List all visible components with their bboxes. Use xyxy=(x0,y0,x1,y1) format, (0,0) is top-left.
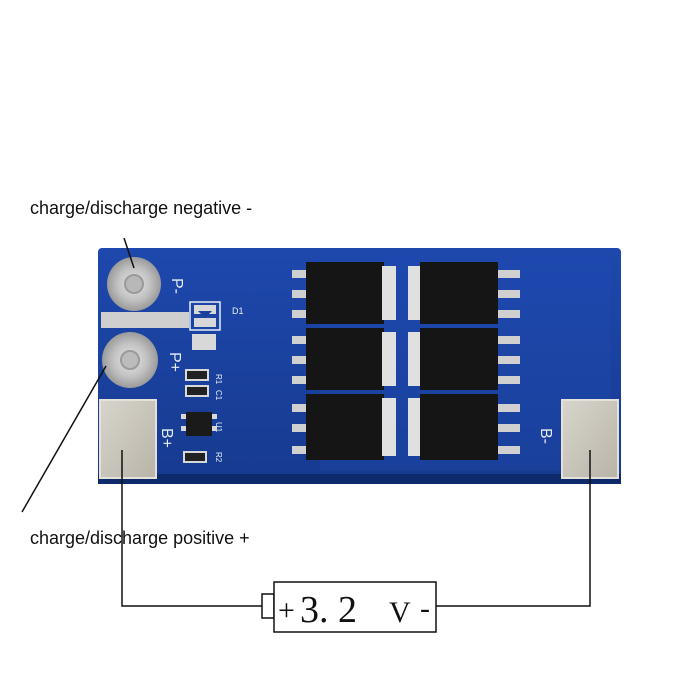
solder-strip xyxy=(101,312,189,328)
battery-unit: V xyxy=(389,596,411,629)
positive-terminal-label: charge/discharge positive + xyxy=(30,528,250,548)
pointer-negative xyxy=(123,237,135,269)
p-minus-pad xyxy=(107,257,161,311)
battery-voltage: 3. 2 xyxy=(300,589,357,631)
silk-c1: C1 xyxy=(214,390,223,401)
wire-b-plus xyxy=(121,450,262,607)
battery-body xyxy=(273,581,437,633)
negative-terminal-label: charge/discharge negative - xyxy=(30,198,253,218)
silk-d1: D1 xyxy=(232,306,244,316)
mosfet-chip xyxy=(408,394,520,460)
battery-cap xyxy=(261,593,275,619)
smd-components xyxy=(181,369,217,463)
silk-p-minus: P- xyxy=(168,278,185,294)
battery-cell: + 3. 2 V - xyxy=(261,581,437,633)
silk-b-minus: B- xyxy=(537,428,554,444)
silk-b-plus: B+ xyxy=(158,428,175,448)
p-plus-pad xyxy=(102,332,158,388)
pointer-positive xyxy=(21,365,107,513)
silk-p-plus: P+ xyxy=(166,352,183,372)
silk-r1: R1 xyxy=(214,374,223,385)
mosfet-chip xyxy=(408,262,520,324)
mosfet-chip xyxy=(408,328,520,390)
mosfet-chip xyxy=(292,328,396,390)
wire-b-minus xyxy=(436,450,591,607)
mosfet-chip xyxy=(292,262,396,324)
mosfet-array xyxy=(292,262,520,460)
mosfet-chip xyxy=(292,394,396,460)
silk-u1: U1 xyxy=(214,422,223,433)
battery-minus-sign: - xyxy=(420,592,430,625)
diode-d1 xyxy=(189,301,221,350)
silk-r2: R2 xyxy=(214,452,223,463)
b-plus-pad xyxy=(99,399,157,479)
battery-plus-sign: + xyxy=(278,594,295,627)
